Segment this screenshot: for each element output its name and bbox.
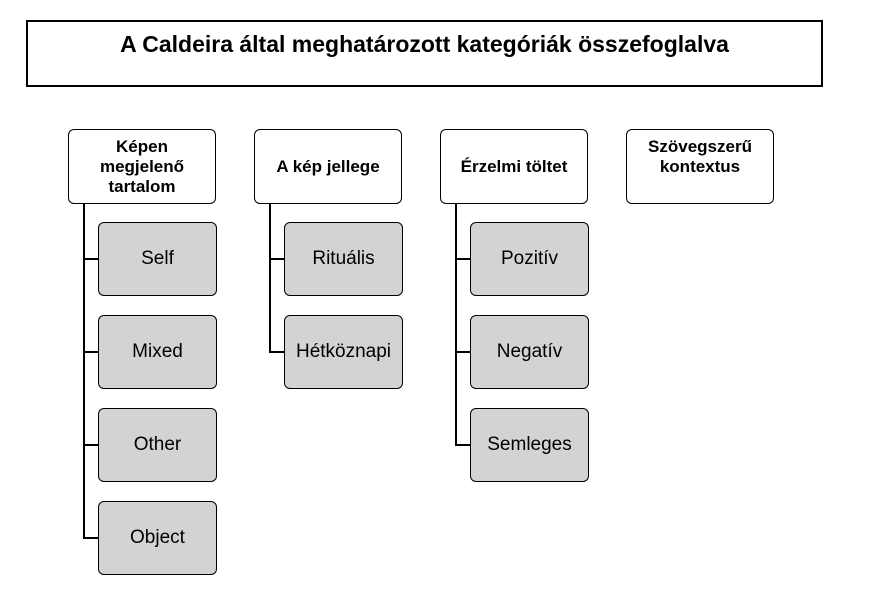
connector-branch: [83, 258, 99, 260]
category-item-object: Object: [98, 501, 217, 575]
category-item-self: Self: [98, 222, 217, 296]
diagram-title-box: A Caldeira által meghatározott kategóriá…: [26, 20, 823, 87]
category-header-image-nature: A kép jellege: [254, 129, 402, 204]
diagram-title: A Caldeira által meghatározott kategóriá…: [120, 31, 729, 57]
connector-branch: [455, 258, 471, 260]
connector-branch: [455, 444, 471, 446]
category-item-hetkoznapi: Hétköznapi: [284, 315, 403, 389]
connector-branch: [455, 351, 471, 353]
category-header-text-context: Szövegszerű kontextus: [626, 129, 774, 204]
category-header-content: Képen megjelenő tartalom: [68, 129, 216, 204]
connector-trunk-image-nature: [269, 204, 271, 353]
connector-trunk-emotional-charge: [455, 204, 457, 446]
connector-branch: [269, 351, 285, 353]
category-item-ritualis: Rituális: [284, 222, 403, 296]
category-item-negativ: Negatív: [470, 315, 589, 389]
connector-branch: [83, 351, 99, 353]
category-item-semleges: Semleges: [470, 408, 589, 482]
connector-trunk-content: [83, 204, 85, 539]
connector-branch: [83, 444, 99, 446]
category-item-other: Other: [98, 408, 217, 482]
connector-branch: [83, 537, 99, 539]
category-item-pozitiv: Pozitív: [470, 222, 589, 296]
category-header-emotional-charge: Érzelmi töltet: [440, 129, 588, 204]
connector-branch: [269, 258, 285, 260]
category-item-mixed: Mixed: [98, 315, 217, 389]
